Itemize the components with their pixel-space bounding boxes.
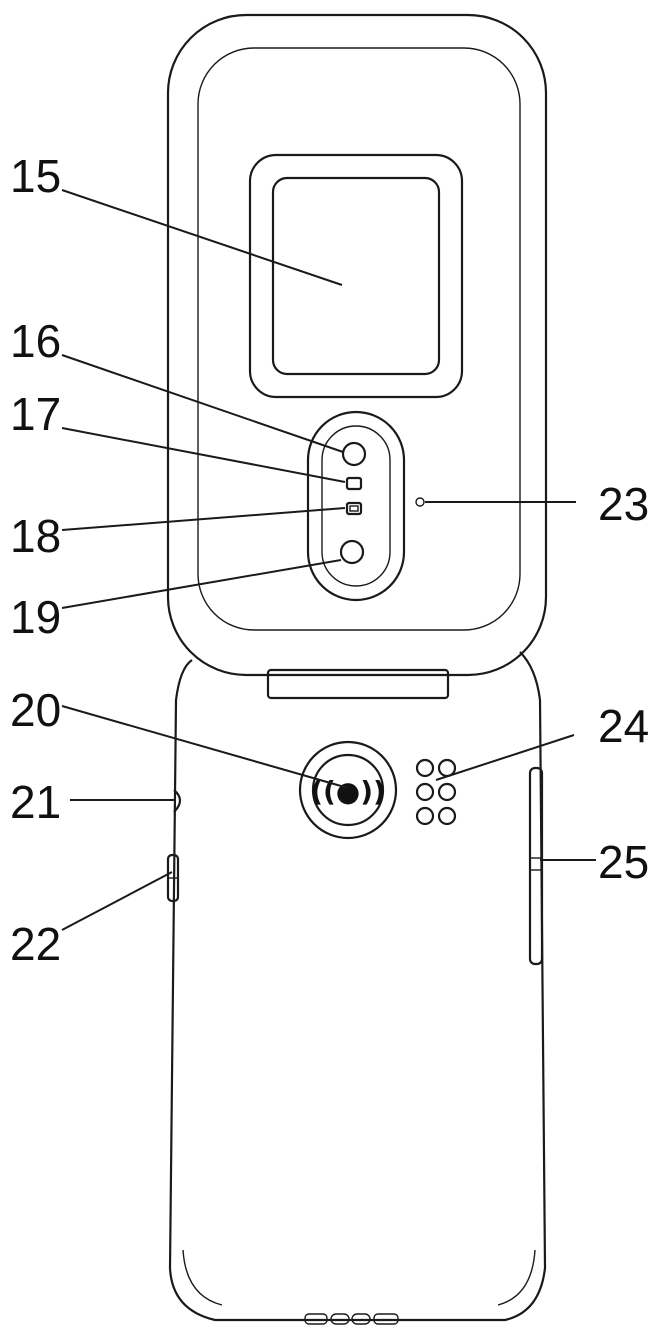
callout-18: 18: [10, 510, 61, 562]
leader-16: [61, 354, 344, 453]
lid-inner-contour: [197, 47, 521, 631]
leader-19: [61, 559, 342, 609]
callout-labels: 15 16 17 18 19 20 21 22 23 24 25: [10, 150, 649, 970]
body-outer-shell: [168, 651, 547, 1322]
lid-outer-shell: [166, 13, 548, 677]
phone-lid: [166, 13, 548, 700]
callout-20: 20: [10, 684, 61, 736]
external-display-screen: [271, 176, 441, 376]
flash-window-detail: [349, 505, 359, 512]
callout-22: 22: [10, 918, 61, 970]
callout-24: 24: [598, 700, 649, 752]
leader-lines: [61, 189, 596, 931]
leader-22: [61, 871, 173, 931]
callout-21: 21: [10, 776, 61, 828]
body-inner-edge-left: [182, 1249, 223, 1306]
external-display-bezel: [248, 153, 464, 399]
leader-24: [435, 734, 575, 781]
microphone-hole: [415, 497, 425, 507]
leader-20: [61, 705, 349, 789]
camera-module-inner: [321, 425, 391, 587]
leader-17: [61, 427, 346, 483]
hinge-tab: [266, 668, 450, 700]
flash-window: [345, 501, 363, 516]
leader-15: [61, 189, 343, 286]
body-inner-edge-right: [497, 1249, 536, 1306]
callout-23: 23: [598, 478, 649, 530]
callout-17: 17: [10, 388, 61, 440]
volume-rocker: [528, 766, 544, 966]
nfc-pad-inner: [311, 753, 385, 827]
callout-19: 19: [10, 591, 61, 643]
camera-module-outer: [306, 410, 406, 602]
upper-camera-lens: [341, 441, 367, 467]
left-port: [173, 789, 182, 813]
callout-16: 16: [10, 315, 61, 367]
nfc-pad-outer: [298, 740, 398, 840]
callout-15: 15: [10, 150, 61, 202]
upper-sensor-window: [345, 476, 363, 491]
callout-25: 25: [598, 836, 649, 888]
lower-camera-lens: [339, 539, 365, 565]
speaker-grille: [415, 758, 457, 826]
bottom-connector: [304, 1313, 399, 1325]
leader-18: [61, 507, 346, 531]
